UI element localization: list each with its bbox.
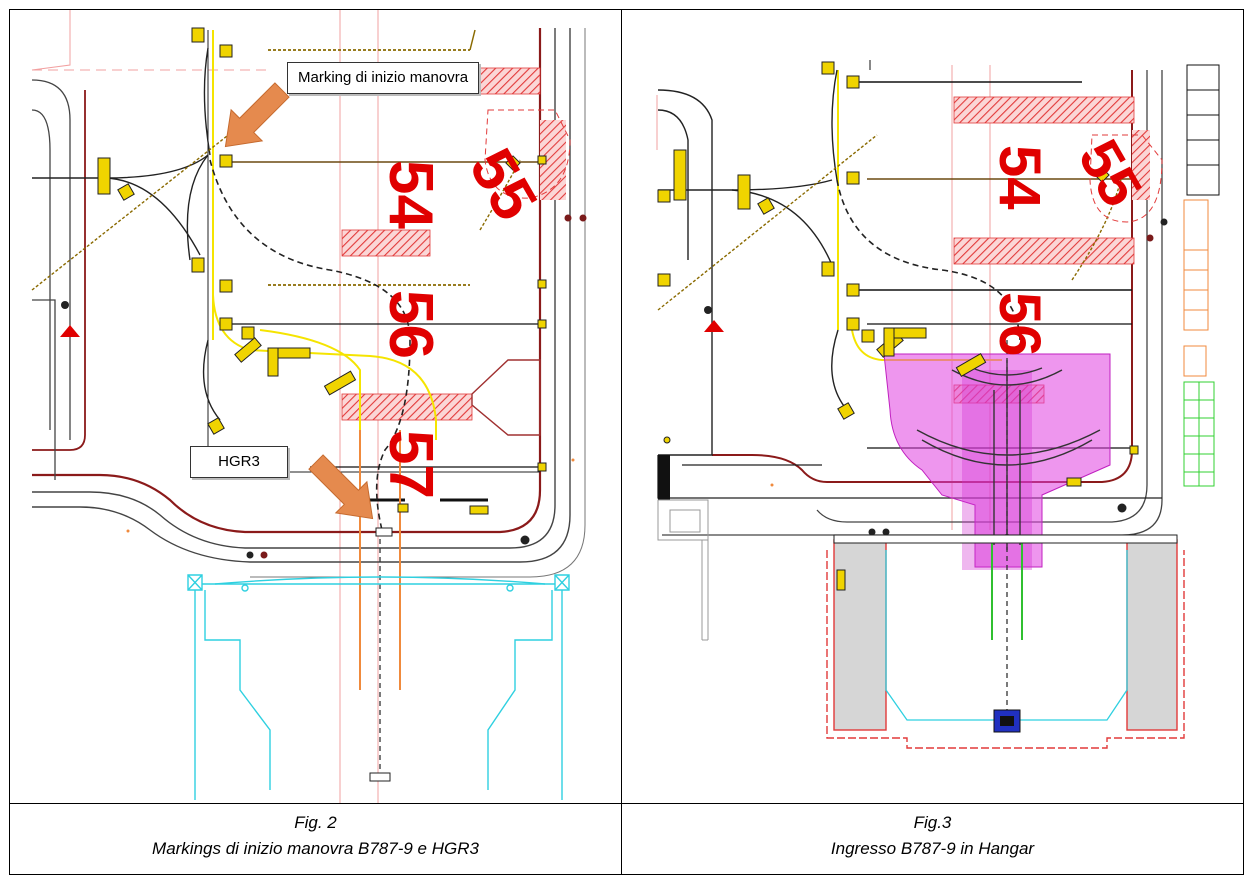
marking-signs <box>97 27 547 782</box>
diagonal-lead <box>31 109 261 291</box>
figure-table-frame <box>9 9 1244 875</box>
green-guidance-lines <box>991 540 1023 640</box>
stand55-circle <box>1089 134 1163 223</box>
hangar-walls <box>826 534 1185 749</box>
hatched-areas <box>341 67 566 436</box>
fig2-apron-plan: 54 55 56 57 <box>31 10 587 803</box>
aircraft-silhouette <box>916 360 1101 550</box>
hangar-outline <box>187 574 570 800</box>
arrow-icon <box>308 454 374 520</box>
stand55-curve <box>1071 174 1123 281</box>
fig3-caption-text: Ingresso B787-9 in Hangar <box>830 839 1035 858</box>
light-markers <box>60 214 587 559</box>
stand-numbers: 54 55 56 57 <box>376 138 550 499</box>
callout-arrows <box>224 82 374 520</box>
fig2-caption: Fig. 2 Markings di inizio manovra B787-9… <box>10 810 621 862</box>
stand-number-56: 56 <box>987 292 1052 357</box>
grey-structure <box>657 499 709 641</box>
curved-lead-ins <box>658 69 848 411</box>
orange-guidance-lines <box>359 430 401 690</box>
fig2-drawing: 54 55 56 57 <box>10 10 621 803</box>
callout-marking-start: Marking di inizio manovra <box>287 62 480 94</box>
stand-number-57: 57 <box>376 430 445 499</box>
stand-number-56: 56 <box>376 290 445 359</box>
fig2-caption-text: Markings di inizio manovra B787-9 e HGR3 <box>152 839 479 858</box>
diagonal-lead <box>657 134 878 311</box>
light-markers <box>663 218 1168 536</box>
fig3-apron-plan: 54 55 56 <box>656 60 1220 749</box>
table-column-divider <box>621 9 622 875</box>
arrow-icon <box>224 82 290 148</box>
stand-number-55: 55 <box>456 138 550 232</box>
aircraft-envelope <box>883 353 1111 568</box>
turn-path <box>209 159 411 531</box>
callout-hgr3: HGR3 <box>190 446 288 478</box>
taxiway-edges <box>31 28 586 578</box>
curved-lead-ins <box>32 47 221 421</box>
yellow-markings <box>212 30 437 440</box>
yellow-markings <box>837 70 1002 361</box>
terminal-block <box>658 455 670 500</box>
fig3-drawing: 54 55 56 <box>622 10 1243 803</box>
fig3-caption-number: Fig.3 <box>913 813 952 832</box>
stand-number-54: 54 <box>987 145 1052 210</box>
stand-number-54: 54 <box>376 160 445 229</box>
stand55-circle <box>484 109 571 199</box>
fig2-caption-number: Fig. 2 <box>294 813 337 832</box>
table-row-divider <box>9 803 1244 804</box>
marking-signs <box>657 61 1139 591</box>
stand-lead-in-lines <box>226 29 540 502</box>
reference-lines <box>31 10 379 803</box>
turn-path <box>836 179 1021 341</box>
legend-grids <box>1183 64 1220 487</box>
fig3-caption: Fig.3 Ingresso B787-9 in Hangar <box>622 810 1243 862</box>
